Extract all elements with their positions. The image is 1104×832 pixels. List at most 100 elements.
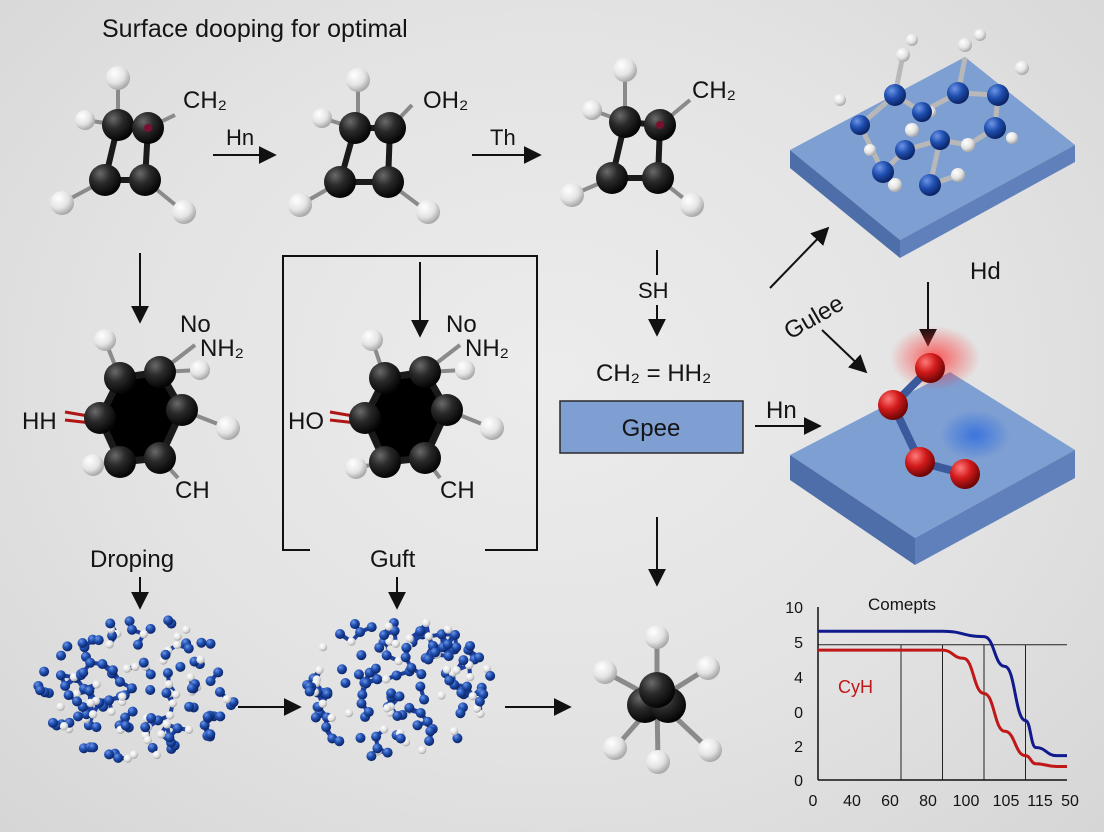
cluster-atom-h — [405, 634, 414, 643]
cluster-atom-h — [131, 662, 140, 672]
cluster-atom-h — [421, 618, 431, 628]
cluster-atom-h — [143, 735, 153, 745]
cluster-atom-n — [202, 711, 213, 722]
cluster-atom-n — [147, 742, 158, 753]
surface-oxygen-chain — [790, 326, 1075, 565]
cluster-atom-n — [474, 696, 485, 707]
cluster-atom-n — [357, 689, 368, 700]
label-hd: Hd — [970, 258, 1001, 285]
cluster-atom-n — [382, 747, 393, 758]
cluster-atom-h — [181, 625, 191, 634]
cluster-atom-n — [215, 711, 226, 722]
cluster-atom-h — [157, 730, 166, 739]
cluster-atom-h — [394, 656, 403, 666]
arrow-to-n-surface — [769, 226, 830, 289]
cluster-atom-n — [113, 752, 124, 763]
cluster-atom-n — [443, 651, 454, 662]
cluster-atom-n — [162, 668, 173, 679]
cluster-atom-n — [120, 720, 131, 731]
cluster-atom-h — [318, 699, 328, 708]
cluster-atom-n — [444, 675, 455, 686]
cluster-atom-n — [371, 731, 382, 742]
cluster-atom-h — [449, 726, 459, 736]
cluster-atom-h — [443, 625, 453, 634]
cluster-atom-n — [140, 722, 151, 733]
cluster-atom-n — [404, 702, 415, 713]
cluster-atom-h — [165, 711, 175, 720]
chart-x-tick-label: 40 — [843, 793, 861, 810]
cluster-atom-n — [213, 667, 224, 678]
doped-cluster-1 — [33, 615, 239, 763]
cluster-atom-n — [88, 742, 99, 753]
cluster-atom-h — [327, 713, 336, 723]
ring2-top-label: No — [446, 311, 477, 338]
cluster-atom-n — [400, 652, 411, 663]
cluster-atom-h — [437, 691, 446, 700]
cluster-atom-h — [472, 704, 482, 713]
cluster-atom-h — [59, 722, 69, 731]
cluster-atom-n — [321, 722, 332, 733]
cluster-atom-n — [160, 649, 171, 660]
cluster-atom-n — [401, 642, 412, 653]
cluster-atom-n — [412, 720, 423, 731]
cluster-atom-h — [318, 642, 328, 652]
cluster-atom-n — [406, 662, 417, 673]
cluster-atom-n — [145, 669, 156, 680]
cluster-atom-h — [382, 704, 392, 713]
cluster-atom-n — [104, 695, 115, 706]
cluster-atom-n — [415, 707, 426, 718]
cluster-atom-n — [120, 712, 131, 723]
molecule-3-label: CH₂ — [692, 77, 736, 104]
cluster-atom-n — [138, 657, 149, 668]
cluster-atom-n — [370, 663, 381, 674]
cluster-atom-n — [392, 710, 403, 721]
cluster-atom-n — [485, 670, 496, 681]
cluster-atom-h — [72, 689, 81, 699]
cluster-atom-n — [424, 735, 435, 746]
cluster-atom-n — [336, 664, 347, 675]
cluster-atom-n — [391, 670, 402, 681]
cluster-atom-n — [214, 686, 225, 697]
molecule-3 — [560, 58, 704, 217]
bracket-frame — [282, 255, 538, 551]
ring-molecule-1 — [64, 329, 240, 480]
cluster-atom-h — [417, 745, 427, 755]
chart-x-tick-label: 100 — [953, 793, 980, 810]
cluster-atom-h — [381, 675, 391, 684]
cluster-atom-h — [465, 673, 475, 682]
cluster-atom-n — [85, 657, 96, 668]
cluster-atom-h — [344, 708, 354, 718]
cluster-atom-n — [146, 713, 157, 724]
arrow-label-sh: SH — [638, 278, 669, 303]
cluster-atom-n — [430, 647, 441, 658]
cluster-atom-n — [450, 629, 461, 640]
ring2-bottom-label: CH — [440, 477, 475, 504]
cluster-atom-n — [363, 706, 374, 717]
ring2-right-label: NH₂ — [465, 335, 509, 362]
cluster-atom-h — [105, 640, 114, 649]
cluster-atom-n — [372, 743, 383, 754]
chart-title: Comepts — [868, 595, 936, 614]
cluster-atom-n — [425, 726, 436, 737]
cluster-atom-h — [196, 655, 205, 664]
cluster-atom-n — [93, 635, 104, 646]
cluster-atom-n — [35, 685, 46, 696]
molecule-2 — [288, 68, 440, 224]
cluster-atom-n — [355, 627, 366, 638]
cluster-atom-n — [415, 626, 426, 637]
cluster-atom-n — [374, 642, 385, 653]
cluster-atom-n — [91, 722, 102, 733]
chart-x-tick-label: 60 — [881, 793, 899, 810]
cluster-atom-h — [184, 725, 194, 735]
cluster-atom-h — [173, 632, 182, 641]
cluster-atom-n — [474, 652, 485, 663]
cluster-atom-n — [340, 677, 351, 688]
cluster-atom-h — [56, 702, 65, 711]
cluster-atom-n — [415, 681, 426, 692]
arrow-label-hn: Hn — [226, 125, 254, 150]
cluster-atom-n — [126, 683, 137, 694]
cluster-atom-h — [424, 632, 433, 641]
cluster-atom-n — [205, 676, 216, 687]
chart-x-tick-label: 0 — [809, 793, 818, 810]
